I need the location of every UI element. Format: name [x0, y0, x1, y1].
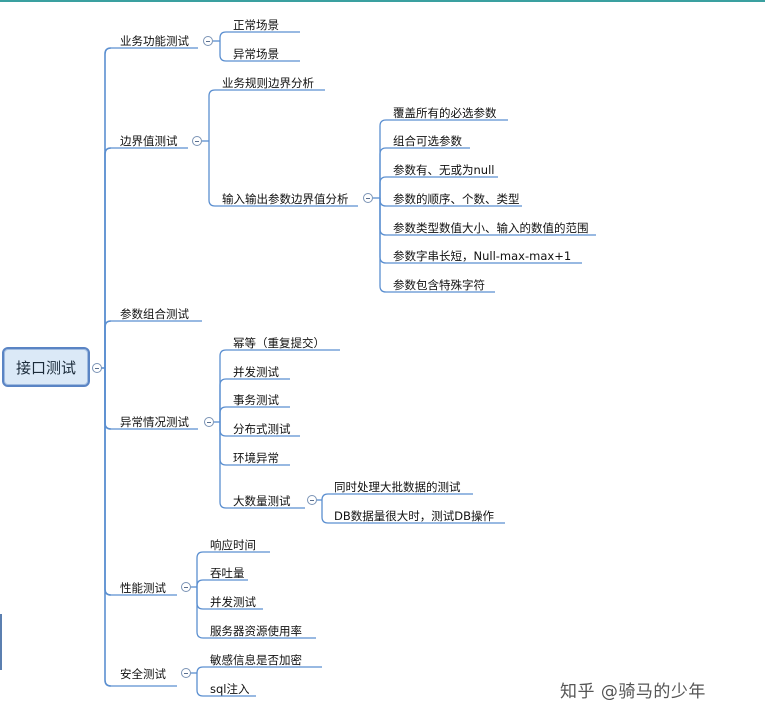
topic-security-test[interactable]: 安全测试 — [120, 667, 166, 681]
connector-line — [104, 368, 112, 687]
collapse-icon[interactable] — [203, 36, 213, 46]
topic-response-time[interactable]: 响应时间 — [210, 538, 256, 552]
connector-line — [208, 141, 216, 207]
topic-throughput[interactable]: 吞吐量 — [210, 566, 245, 580]
topic-batch-data[interactable]: 同时处理大批数据的测试 — [334, 480, 461, 494]
connector-line — [379, 147, 387, 198]
collapse-icon[interactable] — [363, 193, 373, 203]
connector-line — [219, 406, 227, 422]
topic-param-order-type[interactable]: 参数的顺序、个数、类型 — [393, 192, 520, 206]
topic-boundary-test[interactable]: 边界值测试 — [120, 134, 178, 148]
topic-param-value-range[interactable]: 参数类型数值大小、输入的数值的范围 — [393, 221, 589, 235]
topic-concurrency[interactable]: 并发测试 — [233, 365, 279, 379]
connector-line — [196, 587, 204, 610]
connector-line — [104, 47, 112, 368]
topic-functional-test[interactable]: 业务功能测试 — [120, 34, 189, 48]
connector-line — [379, 198, 387, 207]
connector-line — [379, 176, 387, 198]
connector-line — [379, 198, 387, 264]
topic-environment-exception[interactable]: 环境异常 — [233, 451, 279, 465]
topic-server-resources[interactable]: 服务器资源使用率 — [210, 624, 302, 638]
topic-required-params[interactable]: 覆盖所有的必选参数 — [393, 106, 497, 120]
connector-line — [104, 147, 112, 368]
collapse-icon[interactable] — [192, 136, 202, 146]
topic-large-volume[interactable]: 大数量测试 — [233, 494, 291, 508]
top-border — [0, 0, 765, 2]
topic-abnormal-scenario[interactable]: 异常场景 — [233, 47, 279, 61]
topic-db-large-data[interactable]: DB数据量很大时，测试DB操作 — [334, 509, 494, 523]
watermark: 知乎 @骑马的少年 — [560, 682, 706, 702]
connector-line — [219, 349, 227, 422]
connector-line — [379, 198, 387, 293]
topic-sql-injection[interactable]: sql注入 — [210, 682, 250, 696]
connector-line — [219, 31, 227, 41]
connector-line — [196, 579, 204, 587]
topic-perf-concurrency[interactable]: 并发测试 — [210, 595, 256, 609]
connector-line — [379, 119, 387, 198]
connector-line — [104, 320, 112, 368]
connector-line — [219, 378, 227, 422]
topic-io-param-boundary[interactable]: 输入输出参数边界值分析 — [222, 192, 349, 206]
connector-line — [219, 422, 227, 509]
connector-line — [196, 551, 204, 587]
topic-performance-test[interactable]: 性能测试 — [120, 581, 166, 595]
connector-line — [104, 368, 112, 596]
topic-transaction[interactable]: 事务测试 — [233, 393, 279, 407]
topic-distributed[interactable]: 分布式测试 — [233, 422, 291, 436]
topic-sensitive-encryption[interactable]: 敏感信息是否加密 — [210, 653, 302, 667]
connector-line — [219, 41, 227, 62]
topic-param-null[interactable]: 参数有、无或为null — [393, 163, 495, 177]
topic-idempotent[interactable]: 幂等（重复提交） — [233, 336, 325, 350]
root-topic-label: 接口测试 — [15, 358, 76, 377]
connector-line — [196, 666, 204, 674]
collapse-icon[interactable] — [181, 582, 191, 592]
connector-line — [321, 500, 329, 524]
topic-business-rule-boundary[interactable]: 业务规则边界分析 — [222, 76, 314, 90]
root-collapse-icon[interactable] — [92, 363, 102, 373]
left-edge-marker — [0, 614, 2, 670]
root-topic[interactable]: 接口测试 — [2, 347, 90, 387]
connector-line — [219, 422, 227, 466]
topic-param-special-chars[interactable]: 参数包含特殊字符 — [393, 278, 485, 292]
topic-exception-test[interactable]: 异常情况测试 — [120, 415, 189, 429]
topic-optional-params[interactable]: 组合可选参数 — [393, 134, 462, 148]
connector-line — [196, 587, 204, 639]
connector-line — [208, 89, 216, 141]
topic-normal-scenario[interactable]: 正常场景 — [233, 18, 279, 32]
topic-param-combination[interactable]: 参数组合测试 — [120, 307, 189, 321]
collapse-icon[interactable] — [307, 495, 317, 505]
collapse-icon[interactable] — [204, 417, 214, 427]
connector-line — [219, 422, 227, 437]
connector-line — [104, 368, 112, 430]
connector-line — [196, 673, 204, 697]
collapse-icon[interactable] — [181, 668, 191, 678]
topic-param-string-length[interactable]: 参数字串长短，Null-max-max+1 — [393, 249, 572, 263]
connector-line — [321, 493, 329, 501]
